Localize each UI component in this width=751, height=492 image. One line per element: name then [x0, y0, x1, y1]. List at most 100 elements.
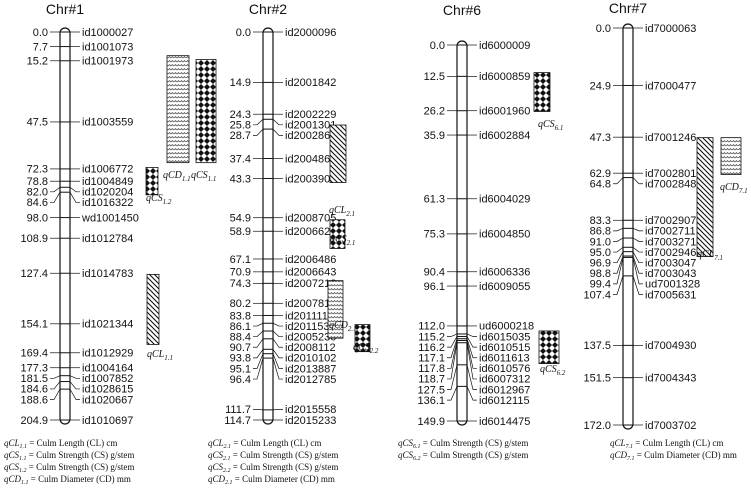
marker-position: 91.0 [590, 236, 611, 248]
marker-position: 83.3 [590, 215, 611, 227]
legend-qtl-sub: 6.2 [413, 456, 421, 462]
chromosome-bar [456, 40, 468, 426]
marker-connector-left [253, 330, 264, 338]
marker-id: id7001246 [645, 132, 696, 144]
qtl-label: qCL2.1 [329, 205, 355, 218]
marker-connector-left [253, 322, 264, 327]
qtl-qcl-1-1: qCL1.1 [146, 273, 173, 362]
marker-connector-right [272, 338, 283, 348]
marker-position: 82.0 [27, 187, 48, 199]
marker-id: id2000096 [285, 27, 336, 39]
marker-id: id1004164 [82, 363, 133, 375]
marker-id: id1012929 [82, 348, 133, 360]
qtl-label-sub: 1.1 [182, 175, 191, 183]
marker-id: ud6000218 [479, 321, 534, 333]
qtl-label-name: qCD [329, 320, 349, 331]
marker-id: id7000477 [645, 80, 696, 92]
qtl-qcs-1-1: qCS1.1 [191, 59, 216, 183]
marker-id: id2011535 [285, 321, 336, 333]
marker-id: id7003702 [645, 420, 696, 432]
marker-connector-right [272, 353, 283, 369]
marker-id: id2007213 [285, 278, 336, 290]
legend-description: = Culm Strength (CS) g/stem [27, 450, 135, 460]
marker-id: id1003559 [82, 117, 133, 129]
marker-position: 88.4 [230, 331, 251, 343]
qtl-label: qCD1.1 [163, 170, 191, 183]
legend-entry: qCD7.1 = Culm Diameter (CD) mm [610, 450, 737, 462]
marker-id: id2006486 [285, 254, 336, 266]
qtl-qcd-7-1: qCD7.1 [720, 137, 748, 195]
marker-position: 177.3 [20, 363, 48, 375]
marker-id: id1028615 [82, 384, 133, 396]
marker-connector-right [632, 177, 643, 185]
marker-id: id7002848 [645, 179, 696, 191]
qtl-label-sub: 6.2 [557, 369, 566, 377]
qtl-label: qCS6.1 [538, 119, 563, 132]
marker-connector-right [466, 336, 477, 348]
marker-id: id7003043 [645, 268, 696, 280]
legend-description: = Culm Strength (CS) g/stem [421, 438, 529, 448]
qtl-region [720, 137, 742, 175]
marker-position: 12.5 [424, 71, 445, 83]
legend-qtl-sub: 2.2 [223, 468, 231, 474]
marker-position: 117.8 [418, 363, 445, 375]
marker-id: id7002711 [645, 226, 696, 238]
marker-position: 95.1 [230, 363, 251, 375]
marker-position: 61.3 [424, 194, 445, 206]
legend-entry: qCS1.2 = Culm Strength (CS) g/stem [4, 462, 134, 474]
marker-id: id2003908 [285, 173, 336, 185]
marker-connector-right [466, 340, 477, 369]
marker-id: id6001960 [479, 106, 530, 118]
marker-position: 96.1 [424, 281, 445, 293]
marker-connector-right [632, 237, 643, 242]
marker-id: id1014783 [82, 268, 133, 280]
marker-position: 188.6 [20, 394, 48, 406]
qtl-label-name: qCS [146, 193, 163, 204]
marker-connector-left [613, 257, 624, 285]
marker-id: id2008112 [285, 342, 336, 354]
marker-id: ud7001328 [645, 279, 700, 291]
qtl-label-name: qCL [697, 249, 715, 260]
legend-qtl-name: qCS [398, 438, 414, 448]
marker-id: id2013887 [285, 363, 336, 375]
marker-id: id1007852 [82, 373, 133, 385]
marker-connector-left [253, 128, 264, 136]
marker-connector-right [466, 364, 477, 390]
marker-id: id1012784 [82, 233, 133, 245]
marker-id: id2015558 [285, 404, 336, 416]
marker-id: id1020204 [82, 187, 133, 199]
marker-connector-right [272, 357, 283, 380]
marker-position: 118.7 [418, 374, 445, 386]
qtl-label-name: qCS [353, 342, 370, 353]
marker-connector-right [632, 257, 643, 285]
marker-connector-right [272, 330, 283, 338]
marker-id: id6007312 [479, 374, 530, 386]
legend-description: = Culm Strength (CS) g/stem [231, 450, 339, 460]
qtl-qcl-7-1: qCL7.1 [696, 137, 723, 262]
marker-position: 95.0 [590, 247, 611, 259]
qtl-region [329, 219, 346, 249]
marker-position: 0.0 [430, 40, 445, 52]
